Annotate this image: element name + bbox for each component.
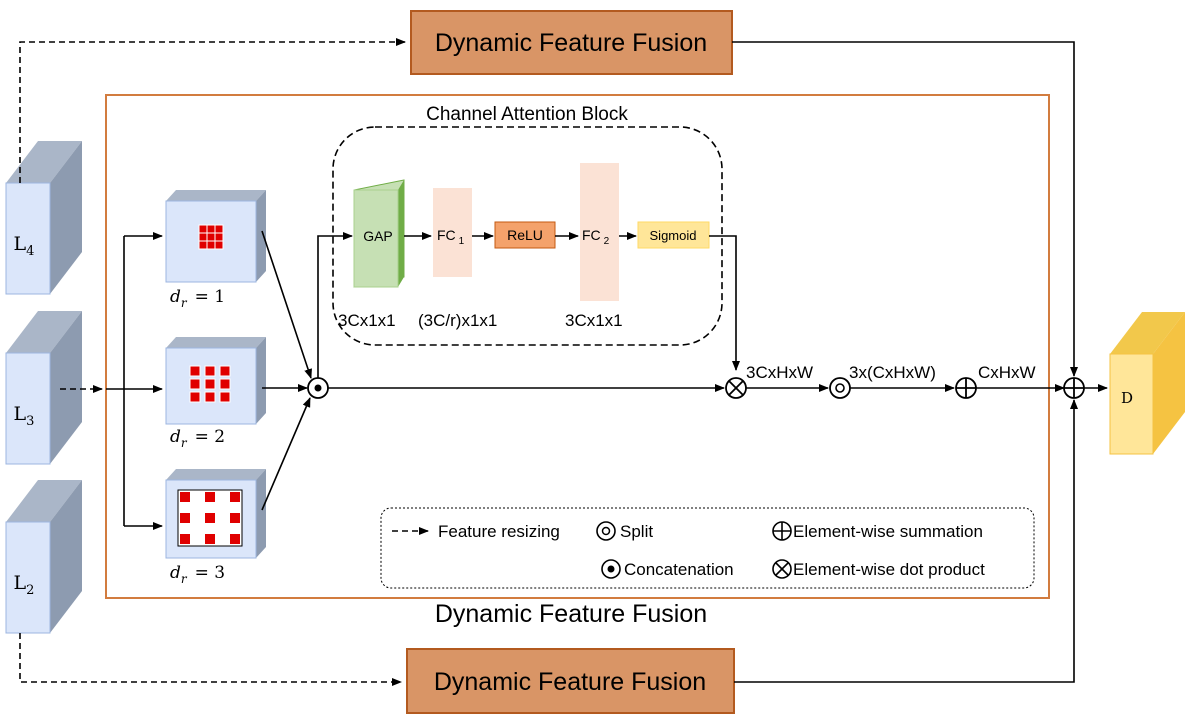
dilation-label-2: dr= 2	[170, 427, 225, 450]
fusion-main-caption: Dynamic Feature Fusion	[435, 600, 707, 628]
kernel-dense	[198, 224, 224, 250]
dim-label-fc1: (3C/r)x1x1	[418, 311, 497, 330]
fusion-box-bottom-label: Dynamic Feature Fusion	[434, 668, 706, 696]
sigmoid-label: Sigmoid	[650, 228, 697, 243]
legend-split: Split	[620, 522, 653, 541]
concat-symbol	[307, 377, 329, 399]
kernel-dilated-2	[189, 365, 231, 403]
relu-label: ReLU	[507, 227, 543, 243]
input-cube-l2: L2	[5, 480, 82, 634]
resize-arrow-l4	[19, 38, 406, 183]
input-label-l2: L2	[14, 572, 35, 598]
resize-arrow-l2	[19, 633, 402, 686]
legend: Feature resizing Split Element-wise summ…	[380, 507, 1035, 589]
input-cube-l3: L3	[5, 311, 82, 465]
fusion-box-top: Dynamic Feature Fusion	[410, 10, 733, 75]
input-label-l3: L3	[14, 403, 35, 429]
dilated-conv-cube-3	[165, 469, 266, 559]
fusion-box-top-label: Dynamic Feature Fusion	[435, 29, 707, 57]
flow-label-3cxhxw: 3CxHxW	[746, 363, 813, 382]
dim-label-fc2: 3Cx1x1	[565, 311, 623, 330]
flow-label-cxhxw: CxHxW	[978, 363, 1036, 382]
dilation-label-3: dr= 3	[170, 563, 225, 586]
legend-feature-resizing: Feature resizing	[438, 522, 560, 541]
legend-dot-product-icon	[772, 559, 792, 579]
split-symbol	[829, 377, 851, 399]
legend-concatenation-icon	[601, 559, 621, 579]
outer-frame	[105, 94, 1050, 599]
legend-frame	[380, 507, 1035, 589]
summation-symbol	[955, 377, 977, 399]
conv1-to-concat	[261, 230, 312, 379]
output-label: D	[1121, 389, 1133, 407]
dilation-label-1: dr= 1	[170, 287, 225, 310]
top-fusion-to-final	[732, 41, 1078, 377]
dilated-conv-cube-1	[165, 190, 266, 283]
final-summation-symbol	[1063, 377, 1085, 399]
sigmoid-block	[637, 221, 710, 249]
kernel-dilated-3	[180, 492, 240, 544]
input-cube-l4: L4	[5, 141, 82, 295]
dim-label-gap: 3Cx1x1	[338, 311, 396, 330]
flow-label-3x-cxhxw: 3x(CxHxW)	[849, 363, 936, 382]
sigmoid-to-dot	[709, 235, 740, 371]
output-cube-d: D	[1109, 312, 1185, 455]
relu-block	[494, 221, 556, 249]
legend-dot-product: Element-wise dot product	[793, 560, 985, 579]
gap-label: GAP	[363, 228, 393, 244]
conv3-to-concat	[261, 397, 311, 511]
fusion-box-bottom: Dynamic Feature Fusion	[406, 648, 735, 714]
legend-summation: Element-wise summation	[793, 522, 983, 541]
legend-split-icon	[596, 521, 616, 541]
fc1-block	[433, 188, 472, 277]
dot-product-symbol	[725, 377, 747, 399]
dilated-conv-cube-2	[165, 337, 266, 425]
input-label-l4: L4	[14, 233, 35, 259]
concat-to-gap	[317, 232, 353, 378]
bottom-fusion-to-final	[734, 399, 1078, 683]
legend-summation-icon	[772, 521, 792, 541]
legend-concatenation: Concatenation	[624, 560, 734, 579]
fc2-block	[580, 163, 619, 301]
channel-attention-title: Channel Attention Block	[426, 104, 628, 125]
gap-block: GAP	[353, 179, 405, 288]
